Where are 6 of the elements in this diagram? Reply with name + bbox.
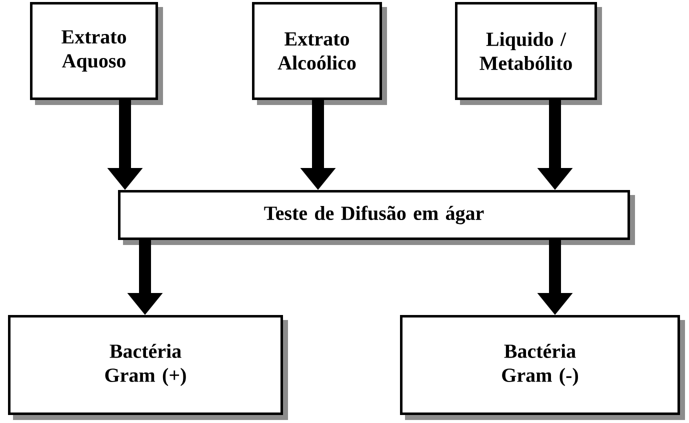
text-box: Extrato Aquoso — [30, 2, 163, 105]
text-box: Bactéria Gram (-) — [400, 315, 685, 420]
text-box: Liquido / Metabólito — [455, 2, 602, 105]
text-box: Teste de Difusão em ágar — [118, 190, 635, 245]
text-box: Extrato Alcoólico — [252, 2, 387, 105]
text-box: Bactéria Gram (+) — [8, 315, 288, 420]
